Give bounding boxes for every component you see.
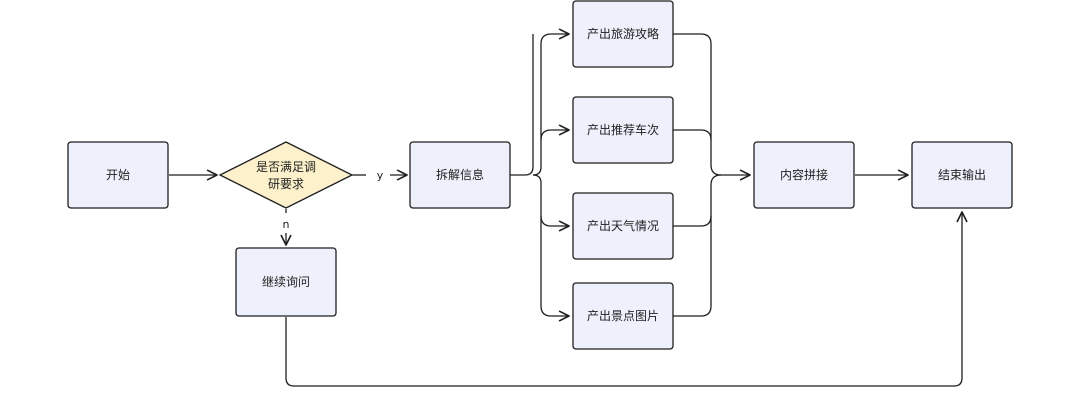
output-label-scenery: 产出景点图片 — [587, 309, 659, 323]
output-label-train: 产出推荐车次 — [587, 122, 659, 137]
parse-node — [409, 141, 511, 209]
edge-label-no: n — [283, 218, 290, 231]
output-node-scenery — [572, 282, 674, 350]
output-label-travel-guide: 产出旅游攻略 — [587, 26, 659, 41]
edge-out3-to-merge — [673, 215, 712, 227]
continue-node — [235, 247, 337, 317]
output-label-weather: 产出天气情况 — [587, 218, 659, 233]
edge-continue-to-end — [285, 211, 968, 387]
end-label: 结束输出 — [938, 167, 986, 182]
merge-node — [753, 141, 855, 209]
edge-parse-to-out2 — [540, 124, 570, 141]
output-node-weather — [572, 192, 674, 260]
edge-parse-trunk — [510, 34, 534, 176]
edge-out2-to-merge — [673, 129, 712, 141]
start-node — [67, 141, 169, 209]
edge-parse-to-out1 — [532, 28, 570, 176]
output-node-train — [572, 96, 674, 164]
decision-label-line1: 是否满足调 — [256, 160, 316, 174]
decision-label-line2: 研要求 — [268, 177, 304, 191]
merge-label: 内容拼接 — [780, 167, 828, 182]
end-node — [911, 141, 1013, 209]
edge-out1-to-merge — [673, 33, 751, 181]
edge-parse-to-out4 — [532, 174, 570, 322]
edge-parse-to-out3 — [540, 215, 570, 232]
output-node-travel-guide — [572, 0, 674, 68]
edge-out4-to-merge — [673, 174, 722, 317]
edges — [169, 28, 968, 387]
parse-label: 拆解信息 — [436, 167, 484, 182]
start-label: 开始 — [106, 168, 130, 182]
decision-node — [218, 141, 354, 209]
edge-label-yes: y — [377, 169, 384, 182]
continue-label: 继续询问 — [262, 275, 310, 289]
